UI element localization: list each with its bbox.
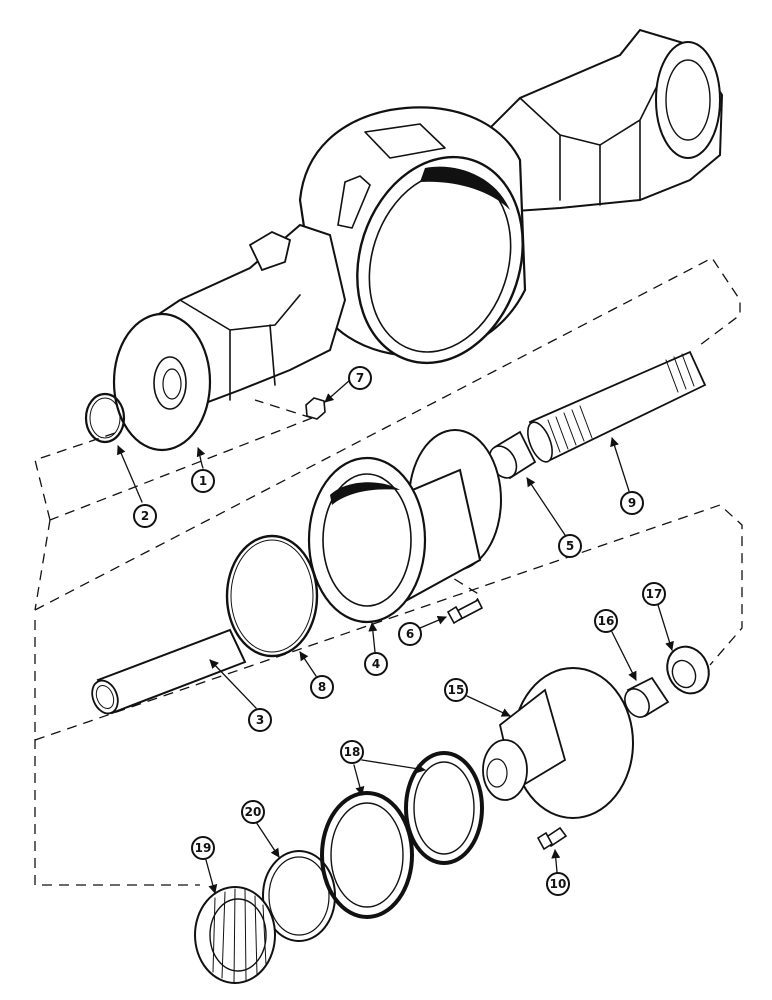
callout-6: 6 <box>398 622 422 646</box>
callout-20: 20 <box>241 800 265 824</box>
callout-18-label: 18 <box>344 745 361 759</box>
part-18-seal-rings <box>320 751 484 919</box>
callout-17-label: 17 <box>646 587 663 601</box>
callout-5: 5 <box>558 534 582 558</box>
axle-housing <box>112 28 724 452</box>
part-6-bolt <box>446 598 484 625</box>
assembly-guide-lines <box>34 257 743 886</box>
part-4-flange-carrier <box>307 429 502 624</box>
leader-arrows <box>117 379 674 894</box>
callout-9: 9 <box>620 491 644 515</box>
callout-6-label: 6 <box>406 627 414 641</box>
callout-3: 3 <box>248 708 272 732</box>
part-20-shim-ring <box>262 850 336 942</box>
callout-17: 17 <box>642 582 666 606</box>
callout-16: 16 <box>594 609 618 633</box>
part-8-large-o-ring <box>225 534 319 658</box>
callout-2: 2 <box>133 504 157 528</box>
callout-8-label: 8 <box>318 680 326 694</box>
part-15-hub <box>482 667 634 819</box>
callout-3-label: 3 <box>256 713 264 727</box>
part-16-bushing <box>624 676 670 718</box>
callout-15-label: 15 <box>448 683 465 697</box>
part-7-nut <box>305 397 326 420</box>
callout-4-label: 4 <box>372 657 380 671</box>
part-17-seal <box>666 645 710 695</box>
callout-1: 1 <box>191 469 215 493</box>
callout-10-label: 10 <box>550 877 567 891</box>
callout-1-label: 1 <box>199 474 207 488</box>
callout-4: 4 <box>364 652 388 676</box>
part-19-tapered-bearing <box>194 886 276 984</box>
part-9-axle-shaft <box>527 350 707 463</box>
callout-18: 18 <box>340 740 364 764</box>
callout-10: 10 <box>546 872 570 896</box>
callout-7: 7 <box>348 366 372 390</box>
callout-19-label: 19 <box>195 841 212 855</box>
callout-20-label: 20 <box>245 805 262 819</box>
part-3-tube <box>91 628 247 715</box>
callout-2-label: 2 <box>141 509 149 523</box>
callout-19: 19 <box>191 836 215 860</box>
callout-9-label: 9 <box>628 496 636 510</box>
part-10-bolt <box>536 826 568 851</box>
part-2-o-ring <box>84 392 126 444</box>
callout-5-label: 5 <box>566 539 574 553</box>
callout-8: 8 <box>310 675 334 699</box>
callout-7-label: 7 <box>356 371 364 385</box>
callout-15: 15 <box>444 678 468 702</box>
callout-16-label: 16 <box>598 614 615 628</box>
